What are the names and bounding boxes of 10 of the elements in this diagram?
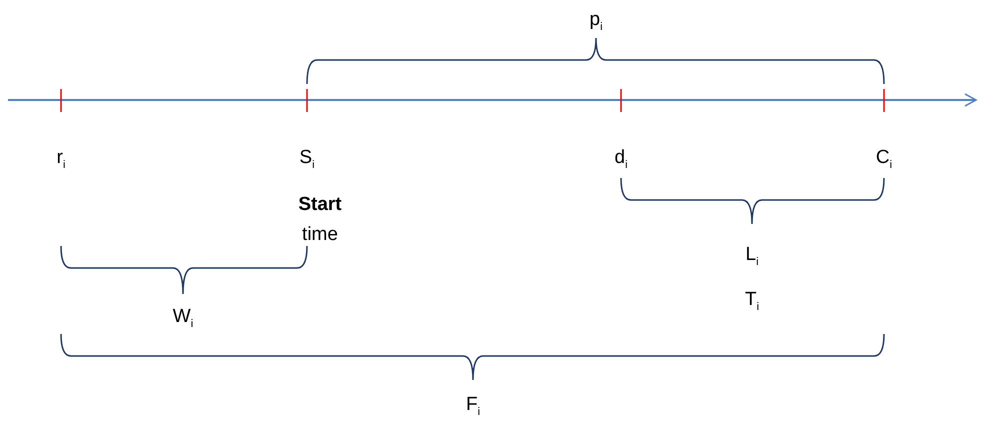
time-label: F$_{i}$ <box>466 393 480 420</box>
time-label: W$_{i}$ <box>172 305 194 332</box>
annotation-text: Start time <box>297 193 343 247</box>
time-label: p$_{i}$ <box>589 8 603 35</box>
time-label: S$_{i}$ <box>299 146 315 173</box>
time-label: L$_{i}$ <box>745 243 759 270</box>
time-label: C$_{i}$ <box>876 146 892 173</box>
time-label: r$_{i}$ <box>56 146 66 173</box>
time-label: T$_{i}$ <box>744 288 760 315</box>
time-label: d$_{i}$ <box>614 146 628 173</box>
